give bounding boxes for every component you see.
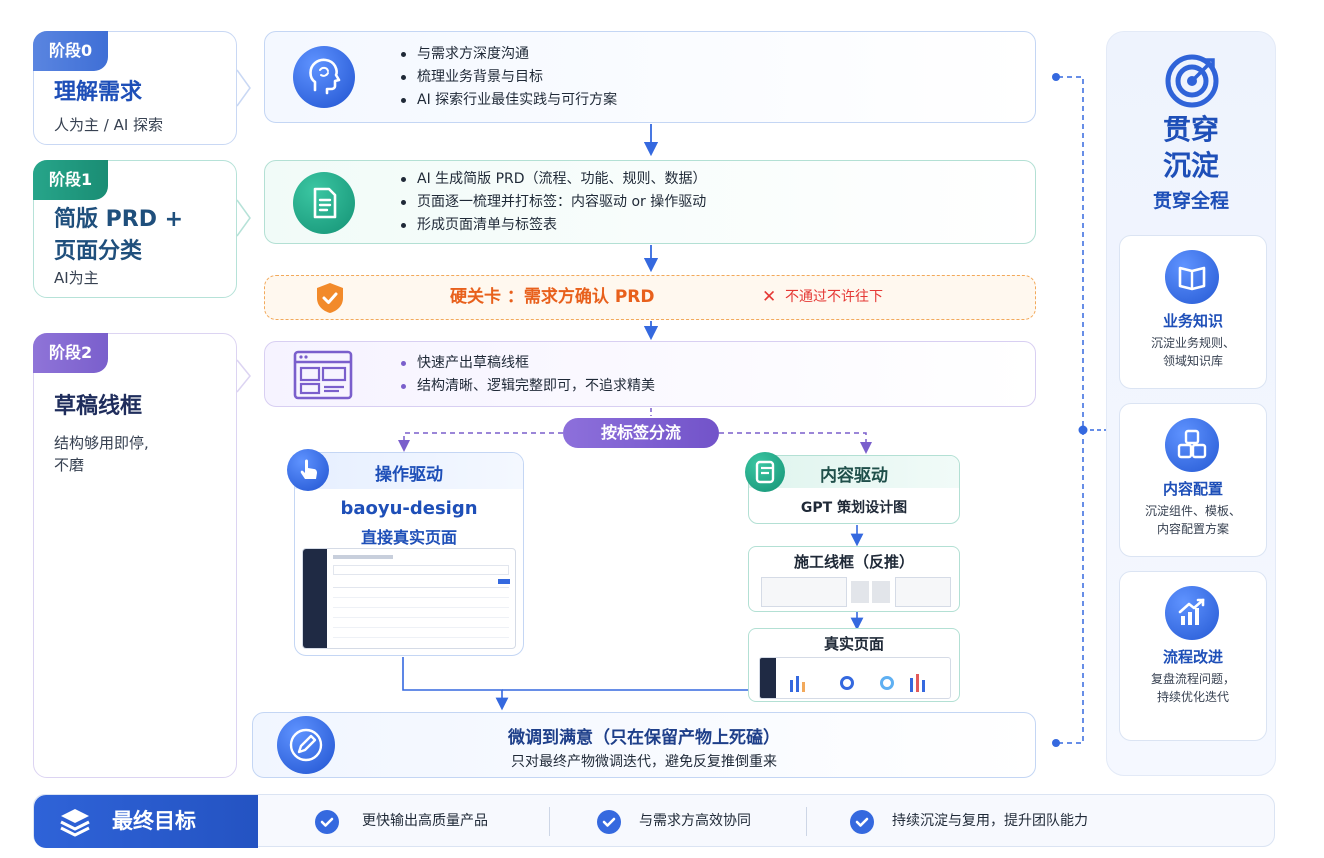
target-icon [1165, 54, 1219, 108]
head-brain-icon [293, 46, 355, 108]
cubes-icon [1165, 418, 1219, 472]
layers-icon [60, 809, 90, 837]
final-goal-bar: 最终目标 更快输出高质量产品 与需求方高效协同 持续沉淀与复用，提升团队能力 [33, 794, 1275, 848]
chart-up-icon [1165, 586, 1219, 640]
side-title-line1: 贯穿 [1162, 113, 1219, 146]
list-item: 结构清晰、逻辑完整即可，不追求精美 [399, 375, 655, 398]
list-item: AI 生成简版 PRD（流程、功能、规则、数据） [399, 168, 707, 191]
list-item: 形成页面清单与标签表 [399, 214, 707, 237]
step-0-bullets: 与需求方深度沟通 梳理业务背景与目标 AI 探索行业最佳实践与可行方案 [399, 43, 617, 112]
stage-title: 理解需求 [54, 80, 143, 105]
card-desc-line1: 复盘流程问题， [1150, 672, 1235, 686]
final-title: 微调到满意（只在保留产物上死磕） [508, 728, 780, 748]
edit-pen-icon [277, 716, 335, 774]
list-item: AI 探索行业最佳实践与可行方案 [399, 89, 617, 112]
check-icon [850, 810, 874, 834]
shield-check-icon [317, 283, 343, 313]
stage-badge: 阶段2 [33, 333, 109, 373]
card-desc-line1: 沉淀业务规则、 [1150, 336, 1235, 350]
real-page-thumbnail [302, 548, 516, 649]
gate-note: 不通过不许往下 [785, 289, 883, 305]
box-title: 真实页面 [823, 635, 884, 653]
step-1-bullets: AI 生成简版 PRD（流程、功能、规则、数据） 页面逐一梳理并打标签：内容驱动… [399, 168, 707, 237]
business-knowledge-card: 业务知识 沉淀业务规则、 领域知识库 [1119, 235, 1267, 389]
side-title-line2: 沉淀 [1162, 149, 1219, 182]
stage-subtitle-line1: 结构够用即停, [54, 434, 149, 452]
stage-subtitle: 人为主 / AI 探索 [54, 116, 164, 134]
dashboard-thumbnail [759, 657, 951, 699]
construction-wireframe-box: 施工线框（反推） [748, 546, 960, 612]
check-icon [315, 810, 339, 834]
card-desc-line2: 领域知识库 [1162, 354, 1223, 368]
final-goal-label-block: 最终目标 [34, 795, 258, 848]
card-desc-line2: 持续优化迭代 [1156, 690, 1229, 704]
card-desc-line2: 内容配置方案 [1156, 522, 1229, 536]
direct-real-page-label: 直接真实页面 [360, 528, 457, 547]
list-item: 快速产出草稿线框 [399, 352, 655, 375]
card-title: 内容配置 [1162, 480, 1223, 498]
hand-pointer-icon [287, 449, 329, 491]
throughout-panel: 贯穿 沉淀 贯穿全程 业务知识 沉淀业务规则、 领域知识库 内容配置 沉淀组件、… [1106, 31, 1276, 776]
stage-1-card: 阶段1 简版 PRD + 页面分类 AI为主 [33, 160, 237, 298]
wireframe-thumbnail [761, 577, 847, 607]
stage-0-card: 阶段0 理解需求 人为主 / AI 探索 [33, 31, 237, 145]
baoyu-design-label: baoyu-design [340, 498, 478, 519]
final-goal-label: 最终目标 [112, 809, 196, 833]
card-title: 业务知识 [1162, 312, 1223, 330]
content-driven-branch: 内容驱动 GPT 策划设计图 [745, 452, 960, 524]
gate-title: 硬关卡 ：需求方确认 PRD [450, 287, 655, 307]
check-icon [597, 810, 621, 834]
real-page-box: 真实页面 [748, 628, 960, 702]
stage-2-card: 阶段2 草稿线框 结构够用即停, 不磨 [33, 333, 237, 778]
stage-title: 草稿线框 [54, 394, 143, 419]
box-title: 施工线框（反推） [793, 553, 914, 571]
card-desc-line1: 沉淀组件、模板、 [1144, 504, 1241, 518]
book-icon [1165, 250, 1219, 304]
final-subtitle: 只对最终产物微调迭代，避免反复推倒重来 [511, 754, 777, 770]
stage-subtitle-line2: 不磨 [54, 456, 85, 474]
hard-gate-box: 硬关卡 ：需求方确认 PRD ✕ 不通过不许往下 [264, 275, 1036, 320]
fine-tune-box: 微调到满意（只在保留产物上死磕） 只对最终产物微调迭代，避免反复推倒重来 [252, 712, 1036, 778]
content-doc-icon [745, 452, 785, 492]
content-config-card: 内容配置 沉淀组件、模板、 内容配置方案 [1119, 403, 1267, 557]
list-item: 页面逐一梳理并打标签：内容驱动 or 操作驱动 [399, 191, 707, 214]
step-2-box: 快速产出草稿线框 结构清晰、逻辑完整即可，不追求精美 [264, 341, 1036, 407]
branch-title: 操作驱动 [375, 465, 443, 485]
operation-driven-branch: 操作驱动 baoyu-design 直接真实页面 [287, 449, 524, 656]
split-by-tag-label: 按标签分流 [563, 418, 719, 448]
goal-item: 与需求方高效协同 [639, 813, 751, 829]
step-0-box: 与需求方深度沟通 梳理业务背景与目标 AI 探索行业最佳实践与可行方案 [264, 31, 1036, 123]
branch-title: 内容驱动 [820, 466, 888, 486]
list-item: 与需求方深度沟通 [399, 43, 617, 66]
document-icon [293, 172, 355, 234]
stage-title-line2: 页面分类 [54, 239, 143, 264]
gate-x-mark: ✕ [762, 287, 777, 307]
process-improvement-card: 流程改进 复盘流程问题， 持续优化迭代 [1119, 571, 1267, 741]
stage-subtitle: AI为主 [54, 269, 99, 287]
stage-badge: 阶段0 [33, 31, 109, 71]
stage-title-line1: 简版 PRD + [54, 207, 184, 232]
step-2-bullets: 快速产出草稿线框 结构清晰、逻辑完整即可，不追求精美 [399, 352, 655, 398]
step-1-box: AI 生成简版 PRD（流程、功能、规则、数据） 页面逐一梳理并打标签：内容驱动… [264, 160, 1036, 244]
gpt-design-label: GPT 策划设计图 [800, 500, 908, 516]
list-item: 梳理业务背景与目标 [399, 66, 617, 89]
goal-item: 更快输出高质量产品 [362, 813, 488, 829]
goal-item: 持续沉淀与复用，提升团队能力 [892, 813, 1088, 829]
card-title: 流程改进 [1162, 648, 1223, 666]
stage-badge: 阶段1 [33, 160, 109, 200]
wireframe-icon [293, 350, 353, 400]
side-subtitle: 贯穿全程 [1152, 190, 1229, 212]
